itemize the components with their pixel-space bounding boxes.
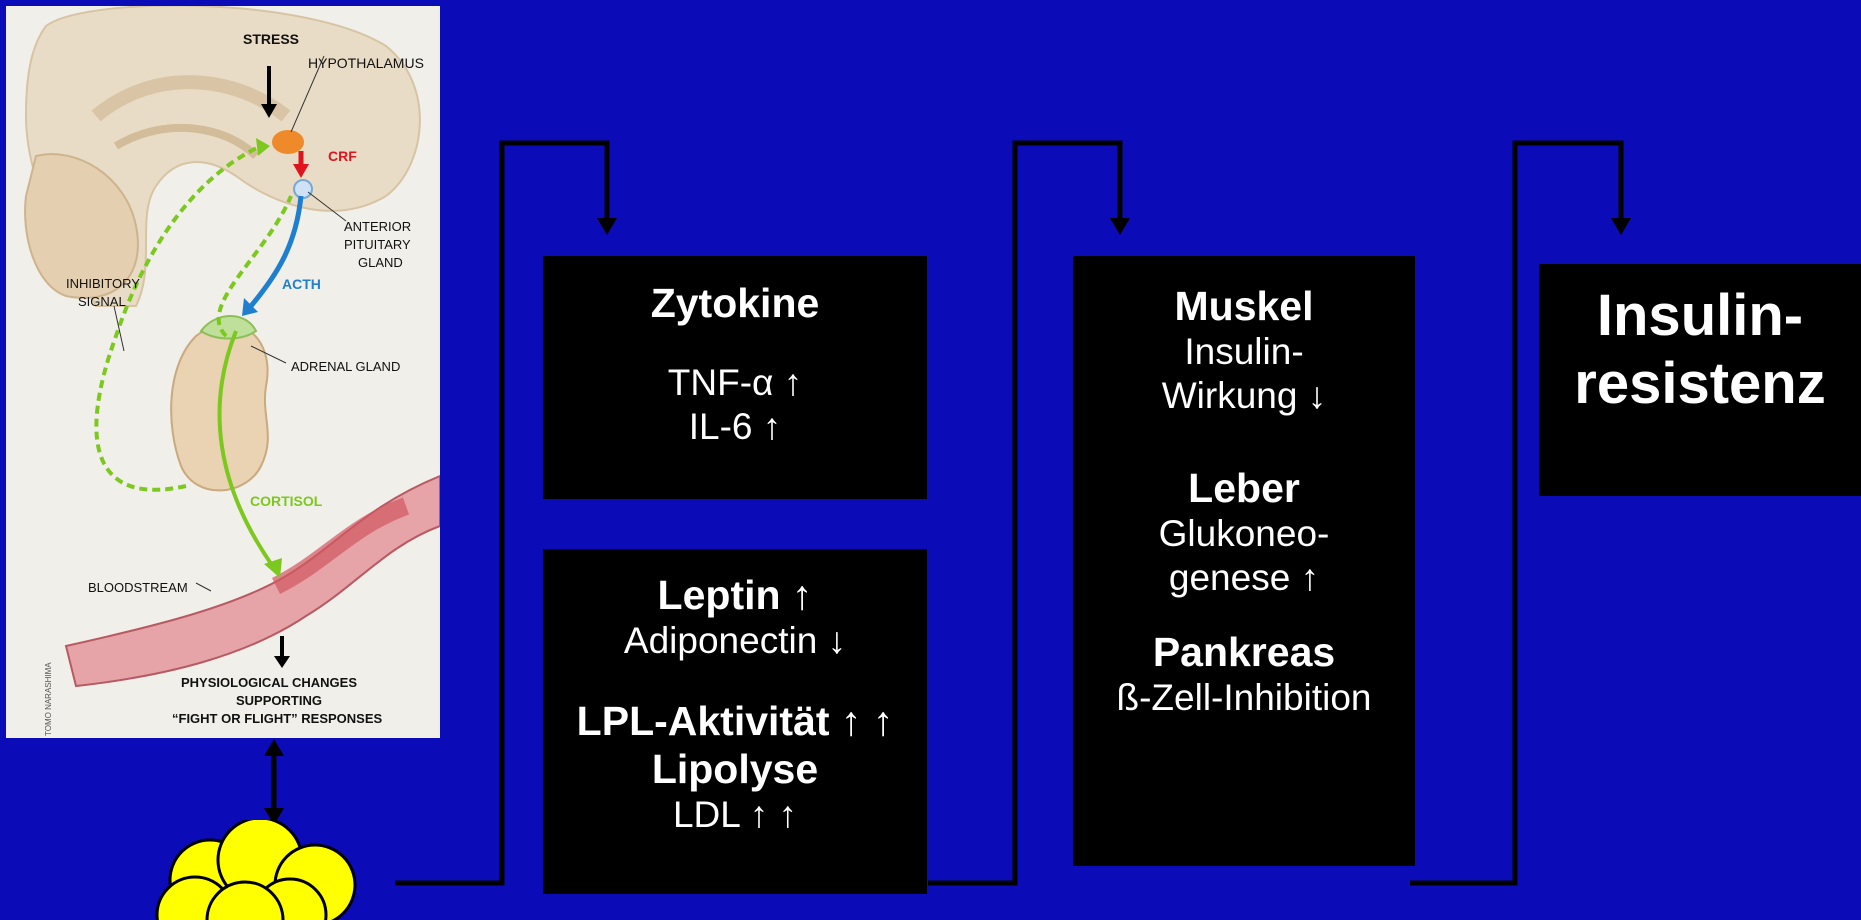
ldl: LDL ↑ ↑ bbox=[672, 794, 798, 835]
result-box: Insulin- resistenz bbox=[1539, 264, 1861, 496]
lpl-arrow: ↑ ↑ bbox=[829, 698, 894, 744]
label-anterior-2: PITUITARY bbox=[344, 237, 411, 252]
pituitary-shape bbox=[293, 179, 313, 199]
label-credit: TOMO NARASHIMA bbox=[44, 662, 53, 736]
il-6: IL-6 ↑ bbox=[688, 406, 782, 447]
muskel-title: Muskel bbox=[1174, 283, 1314, 329]
label-cortisol: CORTISOL bbox=[250, 493, 323, 509]
leptin-line: Leptin ↑ bbox=[543, 571, 927, 619]
hpa-axis-illustration: STRESS HYPOTHALAMUS CRF ANTERIOR PITUITA… bbox=[6, 6, 440, 738]
tnf-alpha: TNF-α ↑ bbox=[667, 362, 803, 403]
pankreas-line1: ß-Zell-Inhibition bbox=[1116, 677, 1372, 718]
lpl-line: LPL-Aktivität ↑ ↑ bbox=[543, 697, 927, 745]
label-physio-1: PHYSIOLOGICAL CHANGES bbox=[181, 675, 357, 690]
organs-box: Muskel Insulin- Wirkung ↓ Leber Glukoneo… bbox=[1073, 256, 1415, 866]
label-anterior-1: ANTERIOR bbox=[344, 219, 411, 234]
connector-organs-to-result bbox=[1410, 140, 1624, 886]
leber-line1: Glukoneo- bbox=[1158, 513, 1330, 554]
leptin-label: Leptin bbox=[657, 572, 781, 618]
arrowhead-zytokine bbox=[597, 218, 617, 235]
lipolyse: Lipolyse bbox=[651, 746, 819, 792]
label-anterior-3: GLAND bbox=[358, 255, 403, 270]
arrowhead-result bbox=[1611, 218, 1631, 235]
label-acth: ACTH bbox=[282, 276, 321, 292]
muskel-line2: Wirkung ↓ bbox=[1161, 375, 1327, 416]
lpl-label: LPL-Aktivität bbox=[576, 698, 830, 744]
adiponectin: Adiponectin ↓ bbox=[623, 620, 847, 661]
leptin-arrow: ↑ bbox=[780, 572, 813, 618]
label-stress: STRESS bbox=[243, 31, 299, 47]
arrowhead-organs bbox=[1110, 218, 1130, 235]
bloodstream-shape bbox=[64, 474, 440, 688]
label-inhibitory-1: INHIBITORY bbox=[66, 276, 140, 291]
label-physio-2: SUPPORTING bbox=[236, 693, 322, 708]
pankreas-title: Pankreas bbox=[1152, 629, 1336, 675]
adrenal-shape bbox=[199, 315, 258, 340]
leber-line2: genese ↑ bbox=[1168, 557, 1320, 598]
label-inhibitory-2: SIGNAL bbox=[78, 294, 126, 309]
connector-fat-to-zytokine bbox=[395, 140, 610, 886]
adipokine-box: Leptin ↑ Adiponectin ↓ LPL-Aktivität ↑ ↑… bbox=[543, 549, 927, 894]
leber-title: Leber bbox=[1188, 465, 1300, 511]
label-physio-3: “FIGHT OR FLIGHT” RESPONSES bbox=[172, 711, 383, 726]
muskel-line1: Insulin- bbox=[1184, 331, 1304, 372]
result-line1: Insulin- bbox=[1596, 283, 1804, 348]
arrowhead-down-link bbox=[264, 808, 284, 825]
label-bloodstream: BLOODSTREAM bbox=[88, 580, 188, 595]
zytokine-title: Zytokine bbox=[650, 280, 820, 326]
label-crf: CRF bbox=[328, 148, 357, 164]
result-line2: resistenz bbox=[1574, 351, 1826, 416]
label-adrenal-gland: ADRENAL GLAND bbox=[291, 359, 400, 374]
connector-adipo-to-organs bbox=[928, 140, 1123, 886]
label-hypothalamus: HYPOTHALAMUS bbox=[308, 55, 424, 71]
cerebellum-shape bbox=[24, 153, 139, 299]
zytokine-box: Zytokine TNF-α ↑ IL-6 ↑ bbox=[543, 256, 927, 499]
fat-cells-icon bbox=[155, 820, 357, 920]
hypothalamus-shape bbox=[272, 130, 304, 154]
arrowhead-up-link bbox=[264, 739, 284, 756]
